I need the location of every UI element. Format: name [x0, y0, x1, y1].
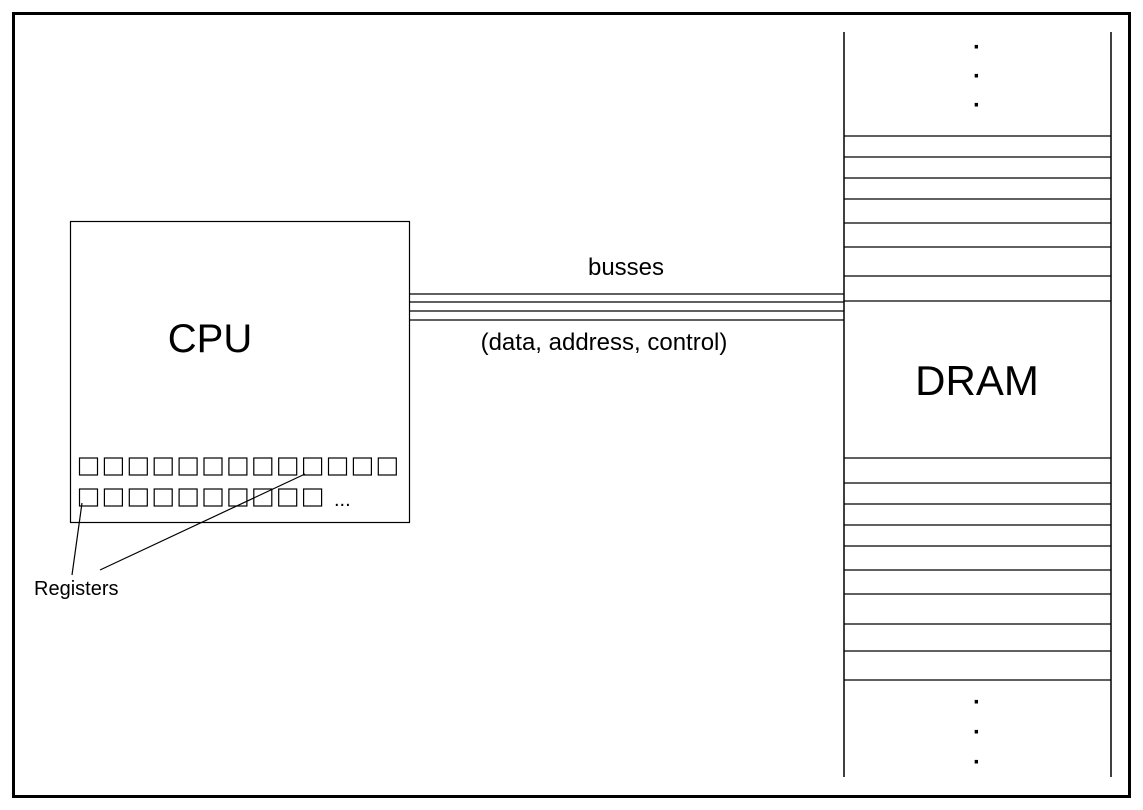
- register-cell: [327, 457, 348, 476]
- dram-bottom-dot: ·: [973, 749, 981, 776]
- register-cell: [203, 488, 223, 507]
- register-cell: [303, 457, 323, 476]
- register-cell: [128, 457, 148, 476]
- register-cell: [128, 488, 148, 507]
- cpu-block: CPU ...: [69, 220, 411, 524]
- register-cell: [178, 488, 198, 507]
- dram-label: DRAM: [915, 357, 1039, 404]
- register-cell: [153, 457, 173, 476]
- dram-top-dot: ·: [973, 63, 981, 90]
- register-cell: [253, 457, 273, 476]
- bus-sublabel: (data, address, control): [481, 329, 728, 356]
- cpu-box: [69, 220, 411, 524]
- bus-lines: busses (data, address, control): [410, 254, 844, 356]
- register-cell: [78, 488, 99, 507]
- registers-leader-line: [99, 473, 306, 571]
- register-grid: [78, 457, 397, 507]
- register-cell: [103, 488, 124, 507]
- register-cell: [228, 488, 248, 507]
- dram-bottom-dot: ·: [973, 689, 981, 716]
- register-cell: [352, 457, 372, 476]
- register-cell: [78, 457, 99, 476]
- register-cell: [153, 488, 173, 507]
- dram-bottom-dot: ·: [973, 719, 981, 746]
- register-cell: [103, 457, 124, 476]
- register-cell: [253, 488, 273, 507]
- register-cell: [178, 457, 198, 476]
- outer-frame: [12, 12, 1131, 798]
- register-cell: [228, 457, 248, 476]
- register-cell: [203, 457, 223, 476]
- dram-top-dot: ·: [973, 92, 981, 119]
- cpu-label: CPU: [168, 317, 252, 361]
- register-cell: [377, 457, 397, 476]
- bus-label: busses: [588, 254, 664, 281]
- registers-label: Registers: [34, 578, 118, 600]
- dram-block: DRAM · · · · · ·: [843, 32, 1112, 777]
- register-cell: [303, 488, 323, 507]
- registers-leader-line: [71, 502, 83, 576]
- dram-top-dot: ·: [973, 34, 981, 61]
- register-cell: [278, 488, 298, 507]
- dram-memory-rows: [844, 135, 1111, 681]
- registers-ellipsis: ...: [334, 489, 351, 511]
- register-cell: [278, 457, 298, 476]
- registers-callout: Registers: [34, 473, 306, 600]
